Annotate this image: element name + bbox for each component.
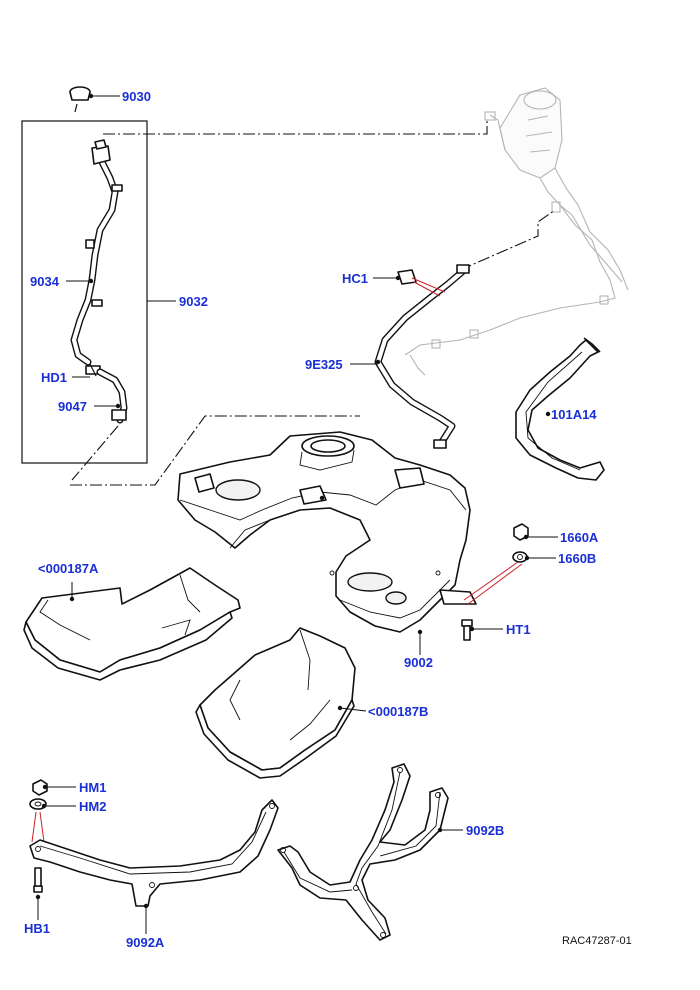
label-9032: 9032 <box>179 294 208 309</box>
nut-HM1 <box>32 779 48 796</box>
vent-hose-9E325 <box>374 264 470 449</box>
label-000187A: <000187A <box>38 561 99 576</box>
heat-shield-000187B <box>195 627 356 779</box>
filler-pipe-9034 <box>70 139 123 366</box>
reference-line-hose <box>71 425 119 481</box>
filler-cap-9030 <box>69 86 94 113</box>
heat-shield-000187A <box>23 567 241 681</box>
reference-line-vent <box>459 209 556 271</box>
bolt-HB1 <box>33 867 43 900</box>
hose-9047 <box>96 368 128 424</box>
label-9092A: 9092A <box>126 935 165 950</box>
reference-line-tank <box>70 415 360 486</box>
filler-pipe-frame <box>21 120 148 464</box>
label-9047: 9047 <box>58 399 87 414</box>
ghost-filler-assembly <box>404 87 629 376</box>
label-HM2: HM2 <box>79 799 106 814</box>
label-9E325: 9E325 <box>305 357 343 372</box>
connector-HC1 <box>395 269 446 297</box>
bracket-101A14 <box>515 337 605 481</box>
label-101A14: 101A14 <box>551 407 597 422</box>
label-9002: 9002 <box>404 655 433 670</box>
callout-labels: 9030 9034 9032 HD1 9047 HC1 9E325 101A14… <box>24 89 632 950</box>
label-1660A: 1660A <box>560 530 599 545</box>
fuel-tank-9002 <box>177 431 477 635</box>
label-HT1: HT1 <box>506 622 531 637</box>
washer-HM2 <box>29 798 47 843</box>
reference-line-filler <box>103 120 488 135</box>
bolt-HT1 <box>461 619 475 641</box>
label-HD1: HD1 <box>41 370 67 385</box>
label-HM1: HM1 <box>79 780 106 795</box>
label-HB1: HB1 <box>24 921 50 936</box>
label-9034: 9034 <box>30 274 60 289</box>
leader-lines <box>37 95 558 934</box>
strap-9092A <box>29 799 279 909</box>
strap-9092B <box>277 763 449 941</box>
nut-1660A <box>513 523 529 541</box>
label-1660B: 1660B <box>558 551 596 566</box>
reference-code: RAC47287-01 <box>562 935 632 947</box>
label-000187B: <000187B <box>368 704 428 719</box>
label-9030: 9030 <box>122 89 151 104</box>
label-HC1: HC1 <box>342 271 368 286</box>
nut-1660B <box>463 551 530 605</box>
label-9092B: 9092B <box>466 823 504 838</box>
